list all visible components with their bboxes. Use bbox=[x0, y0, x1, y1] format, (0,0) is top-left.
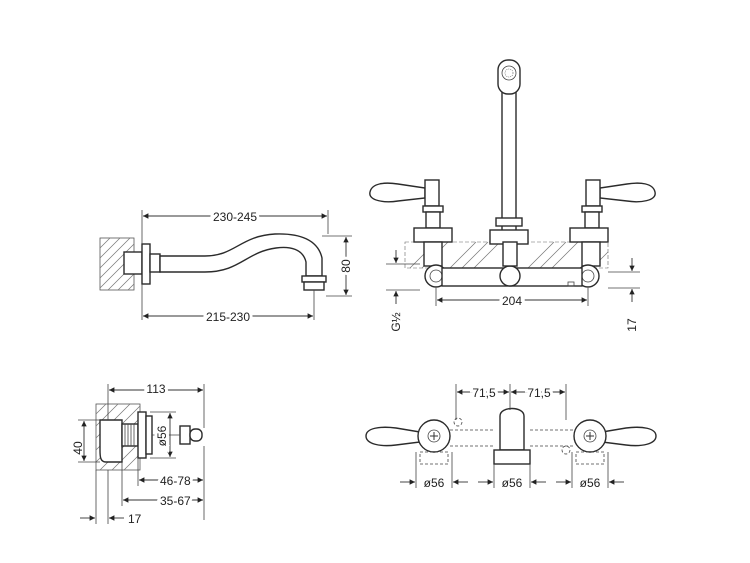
dim-label-dia-right: ø56 bbox=[580, 476, 601, 490]
dim-label-spout-height: 80 bbox=[339, 259, 353, 273]
dim-label-adjust-b: 35-67 bbox=[160, 494, 191, 508]
dim-label-centers: 204 bbox=[502, 294, 522, 308]
top-right-lever bbox=[573, 419, 657, 465]
dim-label-adjust-a: 46-78 bbox=[160, 474, 191, 488]
dim-dia-right: ø56 bbox=[556, 452, 624, 490]
dim-label-valve-depth: 113 bbox=[146, 382, 165, 396]
dim-projection: 215-230 bbox=[141, 284, 315, 327]
dim-label-overall-length: 230-245 bbox=[213, 210, 257, 224]
dim-label-wall-offset: 17 bbox=[128, 512, 142, 526]
dim-label-valve-height: 40 bbox=[71, 441, 85, 455]
dim-dia-left: ø56 bbox=[400, 452, 468, 490]
dim-label-spacing-right: 71,5 bbox=[527, 386, 551, 400]
dim-label-dia-left: ø56 bbox=[424, 476, 445, 490]
dim-centers: 204 bbox=[435, 288, 589, 311]
dim-label-projection: 215-230 bbox=[206, 310, 250, 324]
valve-bodies bbox=[423, 241, 601, 288]
dim-label-spacing-left: 71,5 bbox=[472, 386, 496, 400]
dim-adjust-b: 35-67 bbox=[121, 462, 203, 511]
spout-body bbox=[123, 233, 327, 291]
valve-body-side bbox=[99, 411, 203, 463]
dim-wall-offset: 17 bbox=[80, 470, 142, 526]
dim-label-offset: 17 bbox=[625, 318, 639, 332]
dim-valve-depth: 113 bbox=[107, 379, 205, 428]
dim-label-thread: G½ bbox=[389, 312, 403, 331]
top-center-spout bbox=[450, 407, 574, 465]
dim-adjust-a: 46-78 bbox=[137, 446, 205, 520]
top-left-lever bbox=[365, 419, 451, 465]
dim-offset: 17 bbox=[608, 258, 640, 332]
valve-side-view: 113 ø56 40 46-78 35-67 bbox=[71, 379, 205, 526]
dim-label-rosette: ø56 bbox=[155, 425, 169, 446]
dim-thread-height: G½ bbox=[386, 250, 420, 332]
right-lever-handle bbox=[569, 179, 656, 243]
dim-spout-height: 80 bbox=[322, 235, 356, 297]
top-view: 71,5 71,5 ø56 ø56 ø56 bbox=[365, 383, 657, 490]
dim-dia-center: ø56 bbox=[478, 464, 546, 490]
dim-spacing-right: 71,5 bbox=[511, 383, 567, 420]
dim-label-dia-center: ø56 bbox=[502, 476, 523, 490]
spout-side-view: 230-245 215-230 80 bbox=[99, 207, 356, 327]
dim-rosette: ø56 bbox=[150, 411, 176, 459]
front-view: G½ 204 17 bbox=[369, 59, 656, 332]
handshower-riser bbox=[489, 59, 529, 245]
dim-valve-height: 40 bbox=[71, 419, 100, 463]
dim-spacing-left: 71,5 bbox=[455, 383, 511, 420]
left-lever-handle bbox=[369, 179, 453, 243]
dim-overall-length: 230-245 bbox=[141, 207, 329, 244]
